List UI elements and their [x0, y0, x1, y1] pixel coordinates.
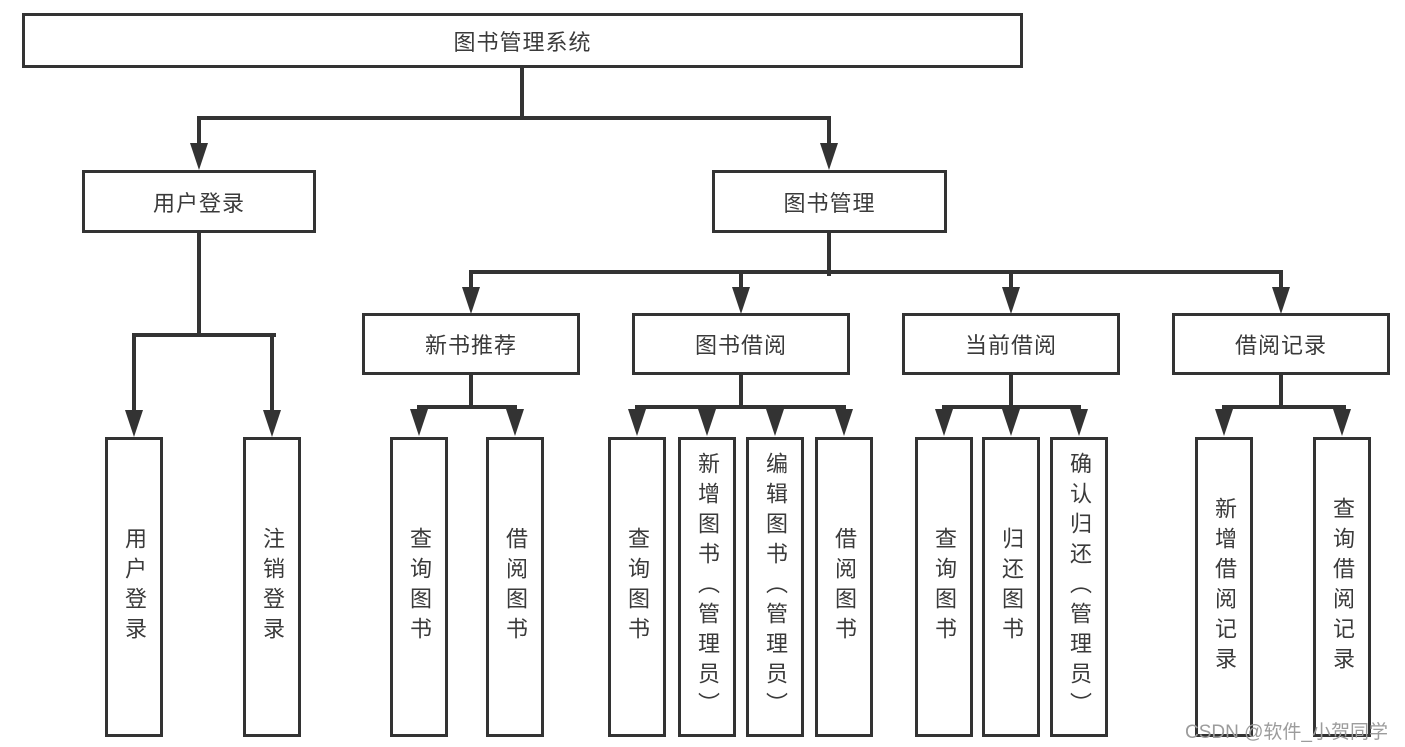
node-book-borrowing-label: 图书借阅 — [694, 333, 787, 358]
node-current-borrowing-label: 当前借阅 — [964, 333, 1057, 358]
arrowhead-down-icon — [1333, 409, 1351, 436]
connector-line — [827, 118, 831, 145]
arrowhead-down-icon — [1002, 287, 1020, 314]
arrowhead-down-icon — [506, 409, 524, 436]
arrowhead-down-icon — [835, 409, 853, 436]
connector-line — [1222, 405, 1346, 409]
leaf-add-book-admin-label: 新增图书（管理员） — [695, 452, 720, 722]
leaf-query-books-recommend: 查询图书 — [390, 437, 448, 737]
leaf-add-borrow-record: 新增借阅记录 — [1195, 437, 1253, 737]
connector-line — [1279, 375, 1283, 409]
node-root: 图书管理系统 — [22, 13, 1023, 68]
leaf-confirm-return-admin-label: 确认归还（管理员） — [1067, 452, 1092, 722]
connector-line — [417, 405, 517, 409]
arrowhead-down-icon — [1272, 287, 1290, 314]
node-book-management: 图书管理 — [712, 170, 947, 233]
connector-line — [132, 335, 136, 411]
arrowhead-down-icon — [698, 409, 716, 436]
arrowhead-down-icon — [820, 143, 838, 170]
leaf-query-books-current-label: 查询图书 — [932, 527, 957, 647]
connector-line — [1009, 375, 1013, 409]
arrowhead-down-icon — [190, 143, 208, 170]
connector-line — [739, 272, 743, 289]
connector-line — [197, 118, 201, 145]
arrowhead-down-icon — [410, 409, 428, 436]
leaf-edit-book-admin: 编辑图书（管理员） — [746, 437, 804, 737]
leaf-query-books-current: 查询图书 — [915, 437, 973, 737]
node-user-login: 用户登录 — [82, 170, 316, 233]
arrowhead-down-icon — [1215, 409, 1233, 436]
node-root-label: 图书管理系统 — [453, 29, 592, 55]
leaf-return-books-label: 归还图书 — [999, 527, 1024, 647]
arrowhead-down-icon — [462, 287, 480, 314]
connector-line — [197, 233, 201, 337]
leaf-user-login-label: 用户登录 — [122, 527, 147, 647]
watermark: CSDN @软件_小贺同学 — [1185, 722, 1388, 743]
arrowhead-down-icon — [263, 410, 281, 437]
connector-line — [1009, 272, 1013, 289]
arrowhead-down-icon — [1070, 409, 1088, 436]
connector-line — [469, 375, 473, 409]
arrowhead-down-icon — [732, 287, 750, 314]
leaf-query-books-borrowing-label: 查询图书 — [625, 527, 650, 647]
leaf-borrow-books-borrowing: 借阅图书 — [815, 437, 873, 737]
connector-line — [520, 68, 524, 120]
connector-line — [197, 116, 831, 120]
leaf-query-books-borrowing: 查询图书 — [608, 437, 666, 737]
leaf-return-books: 归还图书 — [982, 437, 1040, 737]
connector-line — [469, 272, 473, 289]
node-current-borrowing: 当前借阅 — [902, 313, 1120, 375]
leaf-user-login: 用户登录 — [105, 437, 163, 737]
node-book-management-label: 图书管理 — [783, 190, 876, 216]
connector-line — [739, 375, 743, 409]
node-borrowing-records: 借阅记录 — [1172, 313, 1390, 375]
arrowhead-down-icon — [628, 409, 646, 436]
leaf-borrow-books-recommend-label: 借阅图书 — [503, 527, 528, 647]
connector-line — [827, 233, 831, 276]
connector-line — [469, 270, 1283, 274]
leaf-borrow-books-recommend: 借阅图书 — [486, 437, 544, 737]
node-user-login-label: 用户登录 — [152, 190, 245, 216]
node-borrowing-records-label: 借阅记录 — [1234, 333, 1327, 358]
leaf-query-borrow-record-label: 查询借阅记录 — [1330, 497, 1355, 677]
leaf-add-book-admin: 新增图书（管理员） — [678, 437, 736, 737]
leaf-borrow-books-borrowing-label: 借阅图书 — [832, 527, 857, 647]
connector-line — [270, 335, 274, 411]
connector-line — [942, 405, 1081, 409]
arrowhead-down-icon — [935, 409, 953, 436]
leaf-logout-label: 注销登录 — [260, 527, 285, 647]
node-new-book-recommendation-label: 新书推荐 — [424, 333, 517, 358]
leaf-confirm-return-admin: 确认归还（管理员） — [1050, 437, 1108, 737]
node-book-borrowing: 图书借阅 — [632, 313, 850, 375]
leaf-edit-book-admin-label: 编辑图书（管理员） — [763, 452, 788, 722]
arrowhead-down-icon — [125, 410, 143, 437]
connector-line — [635, 405, 846, 409]
leaf-logout: 注销登录 — [243, 437, 301, 737]
arrowhead-down-icon — [766, 409, 784, 436]
connector-line — [1279, 272, 1283, 289]
node-new-book-recommendation: 新书推荐 — [362, 313, 580, 375]
leaf-query-books-recommend-label: 查询图书 — [407, 527, 432, 647]
connector-line — [132, 333, 276, 337]
leaf-add-borrow-record-label: 新增借阅记录 — [1212, 497, 1237, 677]
leaf-query-borrow-record: 查询借阅记录 — [1313, 437, 1371, 737]
arrowhead-down-icon — [1002, 409, 1020, 436]
